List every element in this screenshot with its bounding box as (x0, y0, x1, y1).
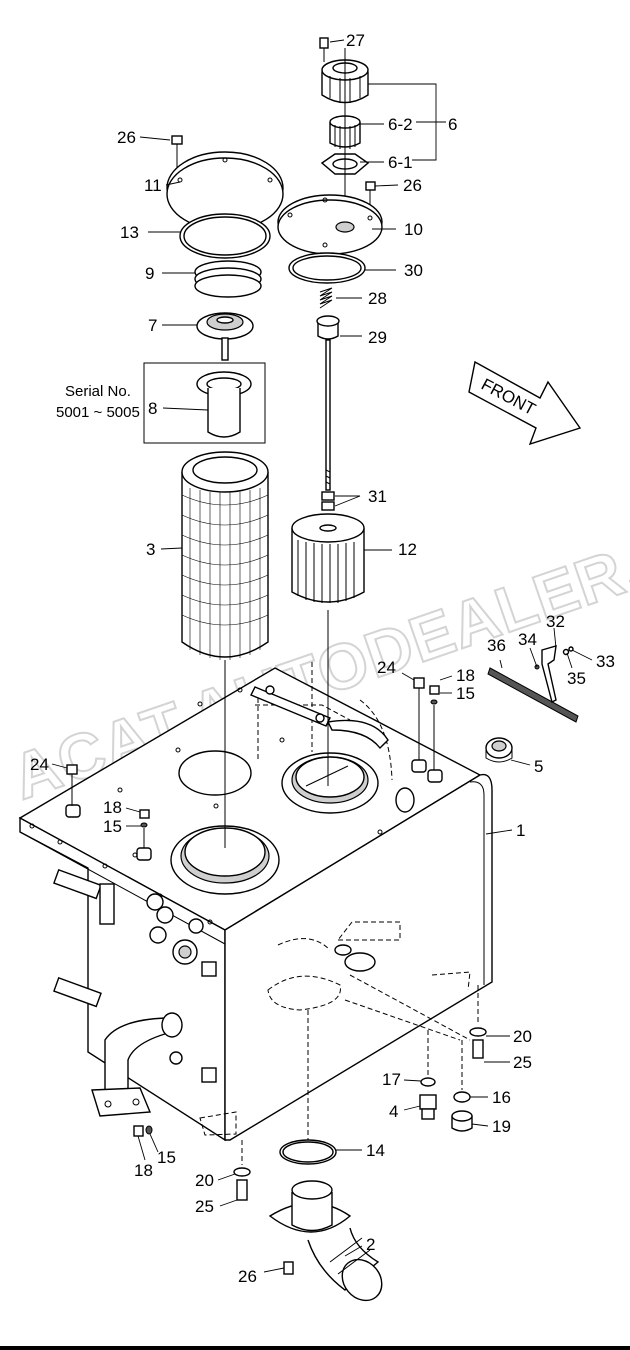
callout-13: 13 (120, 223, 139, 242)
callout-20-bottom: 20 (195, 1171, 214, 1190)
serial-label-line2: 5001 ~ 5005 (56, 404, 140, 421)
level-gauge-parts (487, 645, 579, 723)
callout-18-left: 18 (103, 798, 122, 817)
callout-15-right: 15 (456, 684, 475, 703)
callout-31: 31 (368, 487, 387, 506)
callout-12: 12 (398, 540, 417, 559)
strainer-mesh (181, 488, 269, 660)
callout-5: 5 (534, 757, 543, 776)
callout-34: 34 (518, 630, 537, 649)
callout-9: 9 (145, 264, 154, 283)
bottom-border (0, 1346, 630, 1350)
callout-20-right: 20 (513, 1027, 532, 1046)
front-direction-arrow: FRONT (468, 360, 582, 446)
callout-6-2: 6-2 (388, 115, 413, 134)
callout-15-bottom: 15 (157, 1148, 176, 1167)
part-callouts: 27 26 6-2 6 11 6-1 26 13 10 30 9 28 7 29… (30, 31, 615, 1286)
serial-label-line1: Serial No. (65, 383, 131, 400)
leader-lines (51, 39, 593, 1273)
callout-35: 35 (567, 669, 586, 688)
callout-2: 2 (366, 1235, 375, 1254)
callout-3: 3 (146, 540, 155, 559)
hydraulic-tank (18, 662, 493, 1142)
callout-14: 14 (366, 1141, 385, 1160)
callout-18-bottom: 18 (134, 1161, 153, 1180)
callout-25-bottom: 25 (195, 1197, 214, 1216)
callout-10: 10 (404, 220, 423, 239)
tank-top-fasteners (66, 677, 440, 848)
filler-cap (485, 737, 513, 763)
callout-27: 27 (346, 31, 365, 50)
callout-26-right-bolt: 26 (403, 176, 422, 195)
callout-8: 8 (148, 399, 157, 418)
callout-17: 17 (382, 1070, 401, 1089)
callout-32: 32 (546, 612, 565, 631)
callout-24-left: 24 (30, 755, 49, 774)
callout-36: 36 (487, 636, 506, 655)
callout-6: 6 (448, 115, 457, 134)
callout-24-right: 24 (377, 658, 396, 677)
breather-filter-assembly (277, 37, 383, 786)
callout-15-left: 15 (103, 817, 122, 836)
callout-1: 1 (516, 821, 525, 840)
callout-28: 28 (368, 289, 387, 308)
callout-16: 16 (492, 1088, 511, 1107)
callout-25-right: 25 (513, 1053, 532, 1072)
callout-33: 33 (596, 652, 615, 671)
callout-18-right: 18 (456, 666, 475, 685)
callout-7: 7 (148, 316, 157, 335)
callout-4: 4 (389, 1102, 398, 1121)
callout-6-1: 6-1 (388, 153, 413, 172)
callout-29: 29 (368, 328, 387, 347)
callout-26-bottom: 26 (238, 1267, 257, 1286)
callout-19: 19 (492, 1117, 511, 1136)
callout-26-cover-bolt: 26 (117, 128, 136, 147)
callout-30: 30 (404, 261, 423, 280)
return-filter-assembly (143, 135, 284, 848)
bottom-fittings (133, 985, 487, 1302)
callout-11: 11 (144, 176, 162, 195)
